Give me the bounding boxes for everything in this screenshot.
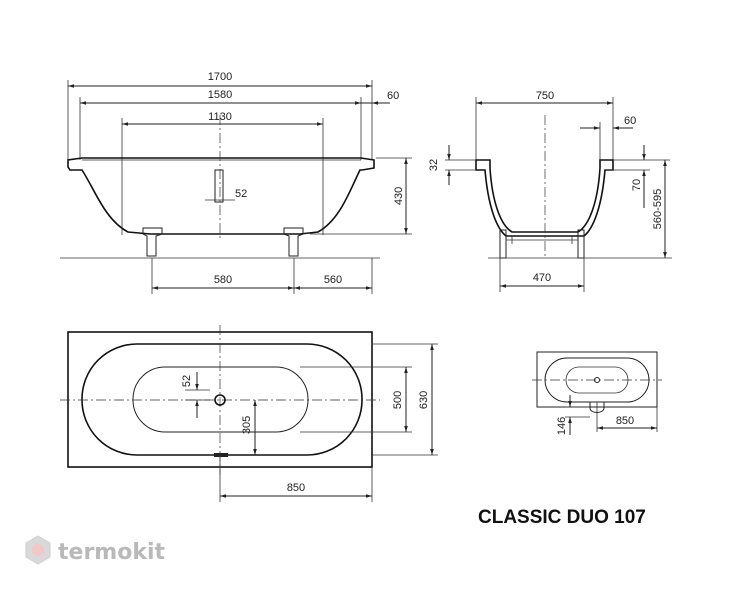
right-leg <box>283 227 304 257</box>
dim-end-rim-width: 60 <box>624 115 636 127</box>
dim-small-length: 850 <box>616 415 634 427</box>
dim-plan-drain-offset: 52 <box>181 375 193 387</box>
brand-logo: termokit <box>25 535 165 565</box>
dim-drain-offset-side: 52 <box>235 188 247 200</box>
dim-inner-width: 500 <box>392 391 404 409</box>
plan-inner-basin <box>81 343 363 456</box>
overflow <box>214 453 228 457</box>
dim-total-length: 1700 <box>208 71 232 83</box>
left-leg <box>142 227 163 257</box>
end-view: 750 60 32 70 560-595 470 <box>428 90 672 292</box>
brand-name: termokit <box>58 540 165 565</box>
small-drain-hole <box>594 377 600 383</box>
dim-rim-thickness: 32 <box>428 159 440 171</box>
dim-overflow-offset: 146 <box>556 417 568 435</box>
side-view: 1700 1580 60 1130 52 430 <box>60 71 412 294</box>
drain-valve <box>214 169 224 203</box>
dim-height-side: 430 <box>393 187 405 205</box>
plan-view: 52 305 500 630 850 <box>60 325 438 502</box>
dim-rim-width: 60 <box>387 90 399 102</box>
dim-height-range: 560-595 <box>652 189 664 229</box>
small-plan-inner <box>544 357 650 403</box>
dim-drain-from-edge: 305 <box>241 416 253 434</box>
dim-outer-width: 630 <box>418 391 430 409</box>
dim-end-leg-spacing: 470 <box>533 272 551 284</box>
side-tub-outline <box>67 157 375 235</box>
dim-leg-spacing: 580 <box>214 274 232 286</box>
dim-leg-offset: 560 <box>324 274 342 286</box>
small-plan-view: 146 850 <box>532 351 662 435</box>
end-tub-outline <box>475 159 614 237</box>
dim-drain-from-end: 850 <box>287 482 305 494</box>
dim-rim-drop: 70 <box>631 179 643 191</box>
dim-width: 750 <box>536 90 554 102</box>
plan-bottom-area <box>132 366 309 433</box>
end-right-leg <box>577 229 585 259</box>
drain-hole <box>214 394 226 406</box>
model-title: CLASSIC DUO 107 <box>478 507 646 528</box>
dim-inner-length: 1580 <box>208 89 232 101</box>
